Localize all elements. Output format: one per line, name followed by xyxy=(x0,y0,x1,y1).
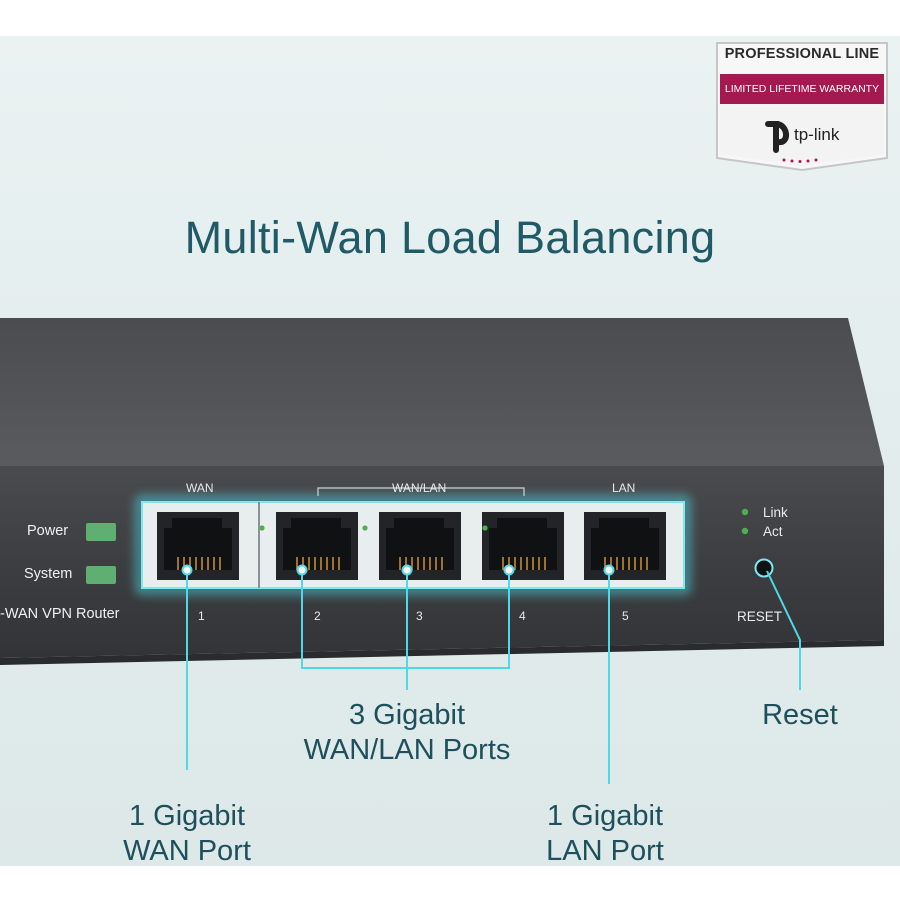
port-number-1: 1 xyxy=(198,609,205,623)
reset-callout: Reset xyxy=(762,699,838,731)
system-label: System xyxy=(24,566,73,582)
brand-name: tp-link xyxy=(794,125,840,144)
link-label: Link xyxy=(763,505,788,520)
badge-shield-shape xyxy=(716,42,888,172)
chassis-top xyxy=(0,318,884,466)
port-number-2: 2 xyxy=(314,609,321,623)
power-led xyxy=(86,523,116,541)
wan-callout: 1 Gigabit WAN Port xyxy=(92,799,282,869)
model-label: -WAN VPN Router xyxy=(0,606,120,622)
act-label: Act xyxy=(763,524,783,539)
lan-group-label: LAN xyxy=(612,481,636,495)
warranty-badge: PROFESSIONAL LINE LIMITED LIFETIME WARRA… xyxy=(716,42,888,172)
headline: Multi-Wan Load Balancing xyxy=(184,212,716,263)
wanlan-bracket xyxy=(317,487,525,496)
lan-callout-line2: LAN Port xyxy=(546,835,664,867)
wanlan-callout: 3 Gigabit WAN/LAN Ports xyxy=(272,698,542,768)
ethernet-ports xyxy=(157,512,666,580)
reset-label: RESET xyxy=(737,609,783,624)
link-led xyxy=(741,508,749,516)
power-label: Power xyxy=(27,523,69,539)
callout-lines xyxy=(186,570,801,784)
port-number-4: 4 xyxy=(519,609,526,623)
act-led xyxy=(741,527,749,535)
port-number-5: 5 xyxy=(622,609,629,623)
badge-warranty-text: LIMITED LIFETIME WARRANTY xyxy=(724,83,880,95)
brand-logo: tp-link xyxy=(756,116,876,156)
reset-button xyxy=(754,558,774,578)
wanlan-group-label: WAN/LAN xyxy=(392,481,447,495)
wan-callout-line1: 1 Gigabit xyxy=(128,800,246,832)
wan-callout-line2: WAN Port xyxy=(123,835,251,867)
wanlan-callout-line2: WAN/LAN Ports xyxy=(303,734,511,766)
wanlan-callout-line1: 3 Gigabit xyxy=(348,699,466,731)
lan-callout: 1 Gigabit LAN Port xyxy=(510,799,700,869)
lan-callout-line1: 1 Gigabit xyxy=(546,800,664,832)
system-led xyxy=(86,566,116,584)
badge-title: PROFESSIONAL LINE xyxy=(724,46,880,62)
tplink-logo-icon xyxy=(765,121,789,153)
port-number-3: 3 xyxy=(416,609,423,623)
wan-group-label: WAN xyxy=(186,481,214,495)
